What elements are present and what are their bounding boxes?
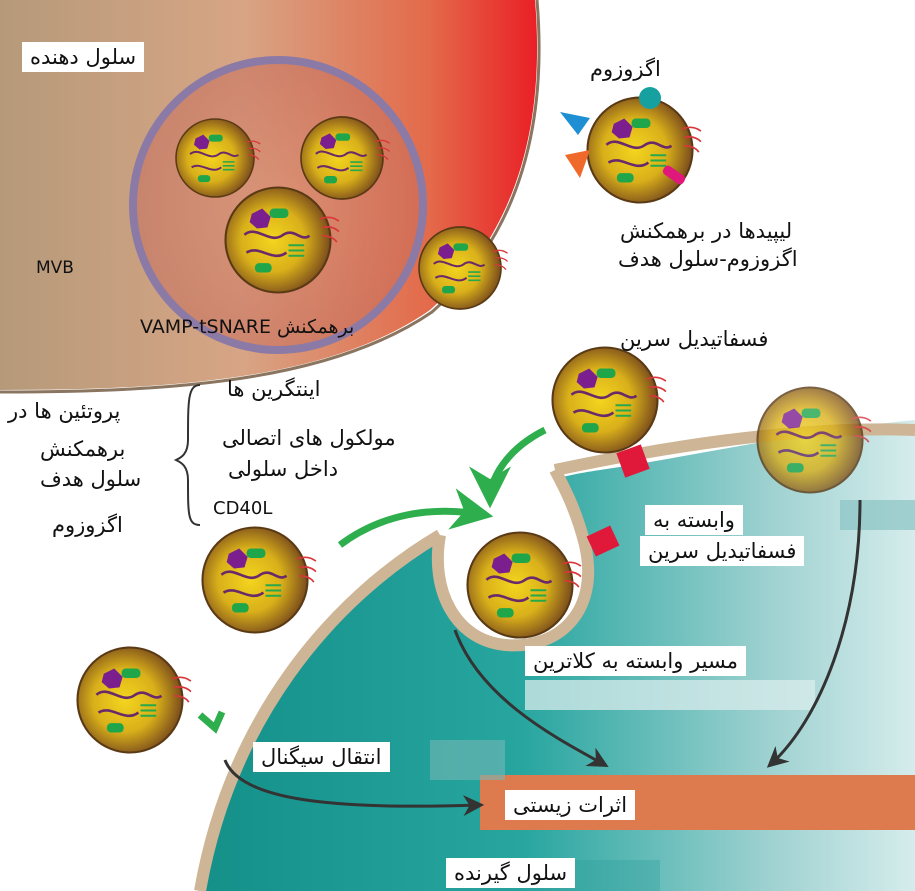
adhesion-label-1: مولکول های اتصالی [222, 425, 396, 451]
cd40l-label: CD40L [213, 498, 272, 521]
teal-protein-icon [639, 87, 661, 109]
panel-clathrin [525, 680, 815, 710]
triangle-protein-icon [560, 112, 590, 135]
exosome-ps [553, 348, 666, 453]
proteins-label-1: پروتئین ها در [8, 398, 120, 424]
mvb-label: MVB [36, 258, 74, 279]
phosphatidylserine-label: فسفاتیدیل سرین [620, 326, 768, 352]
panel-signal [430, 740, 505, 780]
signal-receptor-icon [200, 712, 222, 728]
exosome-cd40l [203, 528, 316, 633]
recipient-cell-label: سلول گیرنده [446, 858, 575, 888]
panel-ps [840, 500, 915, 530]
signal-transduction-label: انتقال سیگنال [253, 742, 390, 772]
lipids-label-2: اگزوزوم-سلول هدف [618, 246, 798, 272]
vamp-interaction-label: برهمکنش VAMP-tSNARE [140, 316, 354, 340]
biological-effects-label: اثرات زیستی [505, 790, 635, 820]
proteins-label-2: برهمکنش [40, 436, 125, 462]
proteins-label-3: سلول هدف [40, 466, 141, 492]
lipids-label-1: لیپیدها در برهمکنش [620, 218, 792, 244]
integrins-label: اینتگرین ها [227, 376, 321, 402]
orange-protein-icon [565, 150, 590, 178]
ps-dependent-label-1: وابسته به [645, 505, 743, 535]
proteins-label-4: اگزوزوم [52, 512, 123, 538]
ps-dependent-label-2: فسفاتیدیل سرین [640, 536, 804, 566]
exosome-label: اگزوزوم [590, 56, 661, 82]
clathrin-pathway-label: مسیر وابسته به کلاترین [525, 646, 746, 676]
donor-cell-label: سلول دهنده [22, 42, 144, 72]
exosome-released [419, 227, 508, 309]
proteins-brace [176, 385, 200, 525]
exosome-free [588, 98, 701, 203]
exosome-signal [78, 648, 191, 753]
adhesion-label-2: داخل سلولی [228, 456, 338, 482]
